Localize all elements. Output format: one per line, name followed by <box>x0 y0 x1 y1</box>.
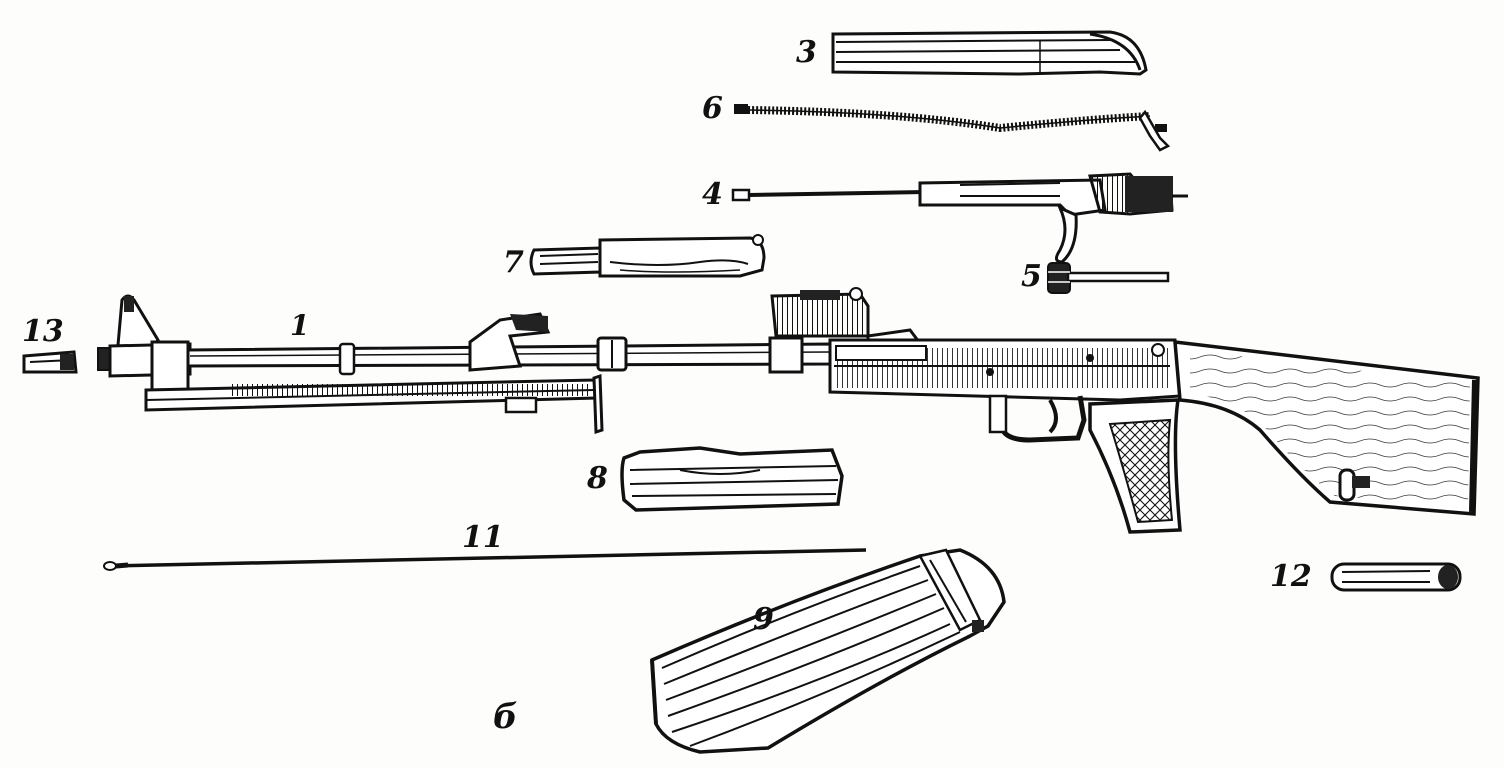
muzzle-cap <box>22 350 78 374</box>
magazine <box>650 548 1006 754</box>
label-part-13: 13 <box>22 314 64 349</box>
label-part-1: 1 <box>290 309 310 342</box>
bolt-carrier <box>731 172 1188 264</box>
label-part-3: 3 <box>796 35 817 70</box>
bolt <box>1047 262 1170 294</box>
label-part-7: 7 <box>503 245 524 280</box>
receiver-barrel-assembly <box>97 287 1480 534</box>
gas-tube <box>529 234 766 278</box>
oiler <box>1330 562 1462 592</box>
receiver-cover <box>831 30 1148 76</box>
label-part-4: 4 <box>702 177 723 212</box>
lower-handguard <box>620 446 844 512</box>
label-part-9: 9 <box>753 602 774 637</box>
label-part-8: 8 <box>587 461 608 496</box>
label-part-6: 6 <box>702 91 723 126</box>
cleaning-rod <box>103 548 867 571</box>
recoil-spring <box>734 104 1171 152</box>
label-part-11: 11 <box>462 520 504 555</box>
label-part-5: 5 <box>1021 259 1042 294</box>
label-part-12: 12 <box>1270 559 1312 594</box>
figure-letter: б <box>493 697 518 737</box>
